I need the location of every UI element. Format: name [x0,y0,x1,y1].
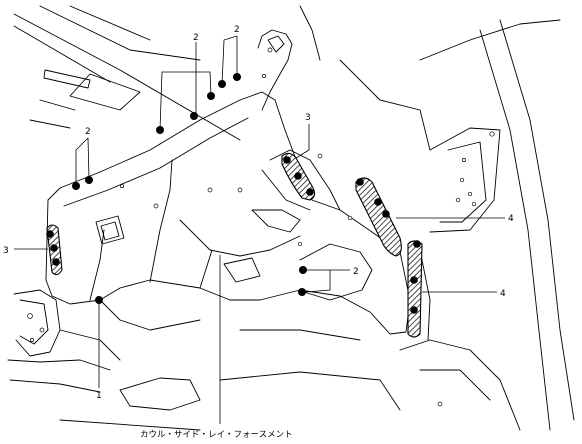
label-2-lower-center: 2 [353,267,359,277]
labels: 2 2 2 3 3 4 4 2 1 カウル・サイド・レイ・フォースメント [3,25,514,440]
leader-lines [14,35,505,424]
weld-point [356,178,364,186]
weld-point [410,306,418,314]
vehicle-body-outline [7,5,575,431]
label-2-top-center: 2 [193,33,199,43]
weld-point [294,172,302,180]
caption-cowl-side-reinforcement: カウル・サイド・レイ・フォースメント [140,430,293,440]
weld-point [52,258,60,266]
weld-point [374,198,382,206]
weld-point [410,276,418,284]
label-4-upper-right: 4 [508,214,514,224]
weld-point [413,240,421,248]
label-3-left: 3 [3,246,9,256]
label-1: 1 [96,391,102,401]
label-2-top-right: 2 [234,25,240,35]
weld-point [190,112,198,120]
weld-point [283,156,291,164]
label-3-center: 3 [305,113,311,123]
sealing-band-vertical [407,240,423,338]
weld-point [382,210,390,218]
weld-point [298,288,306,296]
sealing-band-diagonal [355,177,402,257]
weld-point [46,230,54,238]
weld-point [50,244,58,252]
weld-point [306,188,314,196]
label-4-lower-right: 4 [500,289,506,299]
label-2-left: 2 [85,127,91,137]
